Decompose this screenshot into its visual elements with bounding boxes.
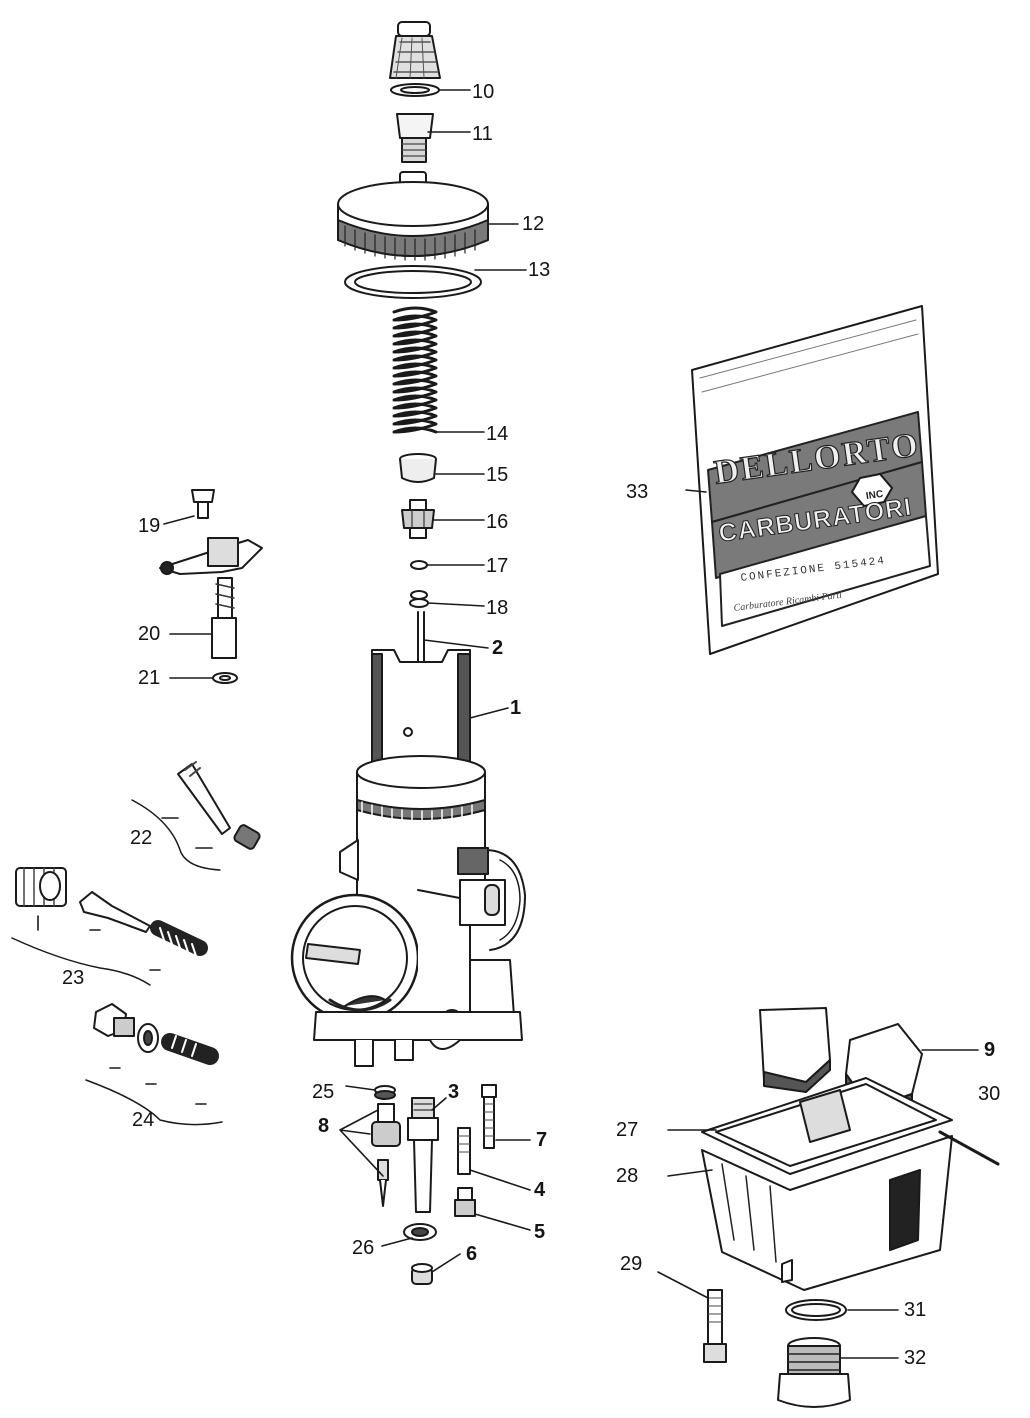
label-6: 6 (466, 1243, 478, 1265)
part-21-washer (212, 672, 238, 684)
part-31-gasket (785, 1299, 847, 1321)
leader-lines (37, 89, 979, 1359)
part-12-cap (337, 171, 489, 261)
part-13-gasket (344, 265, 482, 299)
float-bowl-assembly (701, 1007, 953, 1291)
label-30: 30 (978, 1083, 1001, 1105)
part-22-screw-spring (131, 761, 261, 871)
part-4-jet (457, 1127, 471, 1175)
part-20-lever (159, 537, 263, 659)
label-8: 8 (318, 1115, 330, 1137)
label-17: 17 (486, 555, 509, 577)
label-1: 1 (510, 697, 522, 719)
label-25: 25 (312, 1081, 335, 1103)
label-4: 4 (534, 1179, 546, 1201)
label-10: 10 (472, 81, 495, 103)
part-29-screw (703, 1289, 727, 1363)
label-11: 11 (472, 123, 493, 145)
part-7-screw (481, 1084, 497, 1149)
part-32-drain-plug (777, 1337, 851, 1408)
part-2-needle (417, 611, 425, 665)
label-33: 33 (626, 481, 649, 503)
label-15: 15 (486, 464, 509, 486)
part-18-washer (409, 590, 429, 608)
label-3: 3 (448, 1081, 460, 1103)
label-32: 32 (904, 1347, 927, 1369)
label-16: 16 (486, 511, 509, 533)
part-6-plug (411, 1263, 433, 1285)
part-14-spring (392, 306, 438, 434)
label-24: 24 (132, 1109, 155, 1131)
label-31: 31 (904, 1299, 927, 1321)
part-5-jet (454, 1187, 476, 1217)
label-27: 27 (616, 1119, 639, 1141)
part-17-clip (410, 560, 428, 570)
part-19-screw (191, 489, 215, 519)
part-33-spares-bag (691, 305, 939, 655)
part-30-pin (938, 1130, 1000, 1166)
label-19: 19 (138, 515, 161, 537)
part-25-washer (374, 1085, 396, 1100)
part-11-fitting (396, 113, 434, 163)
part-26-washer (403, 1223, 437, 1241)
part-24-nut-washer-bolt (85, 1003, 223, 1126)
label-7: 7 (536, 1129, 548, 1151)
label-18: 18 (486, 597, 509, 619)
label-21: 21 (138, 667, 161, 689)
label-9: 9 (984, 1039, 996, 1061)
label-2: 2 (492, 637, 504, 659)
label-20: 20 (138, 623, 161, 645)
part-10-filter (389, 21, 441, 97)
label-5: 5 (534, 1221, 546, 1243)
part-1-throttle-slide (371, 649, 471, 773)
label-23: 23 (62, 967, 85, 989)
part-3-jet-holder (407, 1097, 439, 1213)
part-23-knob-screw-spring (11, 867, 208, 986)
label-13: 13 (528, 259, 551, 281)
label-14: 14 (486, 423, 509, 445)
label-22: 22 (130, 827, 153, 849)
part-15-cup (399, 453, 437, 483)
carburetor-body (290, 755, 526, 1067)
label-12: 12 (522, 213, 545, 235)
label-26: 26 (352, 1237, 375, 1259)
part-16-nut (401, 499, 435, 539)
part-8-jets (371, 1103, 401, 1207)
label-29: 29 (620, 1253, 643, 1275)
label-28: 28 (616, 1165, 639, 1187)
